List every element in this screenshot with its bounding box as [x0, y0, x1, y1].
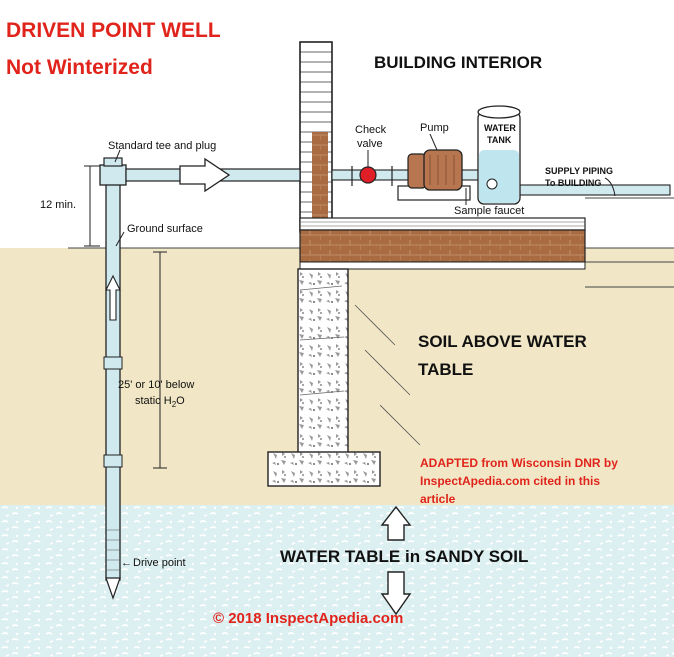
- water-table-label: WATER TABLE in SANDY SOIL: [280, 547, 528, 566]
- well-casing: [103, 161, 123, 600]
- drive-point-arrow: ←: [121, 557, 132, 569]
- depth-label-1: 25' or 10' below: [118, 379, 194, 391]
- dimension-twelve-min: [84, 165, 100, 247]
- depth-label-prefix: static H: [135, 395, 172, 407]
- pump-label: Pump: [420, 122, 449, 134]
- depth-label-suffix: O: [176, 395, 185, 407]
- soil-above-label-1: SOIL ABOVE WATER: [418, 332, 587, 351]
- supply-piping-label-1: SUPPLY PIPING: [545, 166, 613, 176]
- check-valve-label-1: Check: [355, 124, 387, 136]
- credit-line-3: article: [420, 492, 456, 506]
- copyright-label: © 2018 InspectApedia.com: [213, 610, 403, 627]
- ground-surface-leader: [115, 231, 125, 247]
- water-tank-label-1: WATER: [484, 123, 516, 133]
- title-line-2: Not Winterized: [6, 56, 153, 79]
- sample-faucet-label: Sample faucet: [454, 205, 524, 217]
- supply-piping-leader: [604, 177, 616, 197]
- standard-tee-label: Standard tee and plug: [108, 140, 216, 152]
- depth-label-2: static H2O: [135, 395, 185, 409]
- credit-line-1: ADAPTED from Wisconsin DNR by: [420, 456, 618, 470]
- building-wall: [299, 41, 333, 233]
- dimension-depth: [153, 251, 167, 469]
- building-interior-label: BUILDING INTERIOR: [374, 53, 542, 72]
- pump: [397, 133, 471, 201]
- flow-arrow-up: [105, 274, 121, 321]
- water-tank: [477, 105, 521, 205]
- twelve-min-label: 12 min.: [40, 199, 76, 211]
- check-valve: [359, 166, 377, 184]
- soil-above-label-2: TABLE: [418, 360, 473, 379]
- water-table-band: [0, 505, 674, 657]
- foundation: [267, 268, 421, 487]
- water-tank-label-2: TANK: [487, 135, 512, 145]
- check-valve-label-2: valve: [357, 138, 383, 150]
- depth-label-sub: 2: [172, 400, 177, 409]
- ground-surface-label: Ground surface: [127, 223, 203, 235]
- water-table-arrows: [380, 505, 412, 616]
- standard-tee-leader: [114, 149, 121, 163]
- title-line-1: DRIVEN POINT WELL: [6, 19, 221, 42]
- supply-piping-label-2: To BUILDING: [545, 178, 601, 188]
- drive-point-label: Drive point: [133, 557, 186, 569]
- flow-arrow-horizontal: [179, 157, 231, 193]
- floor-structure: [299, 197, 674, 288]
- standard-tee: [99, 157, 127, 186]
- credit-line-2: InspectApedia.com cited in this: [420, 474, 600, 488]
